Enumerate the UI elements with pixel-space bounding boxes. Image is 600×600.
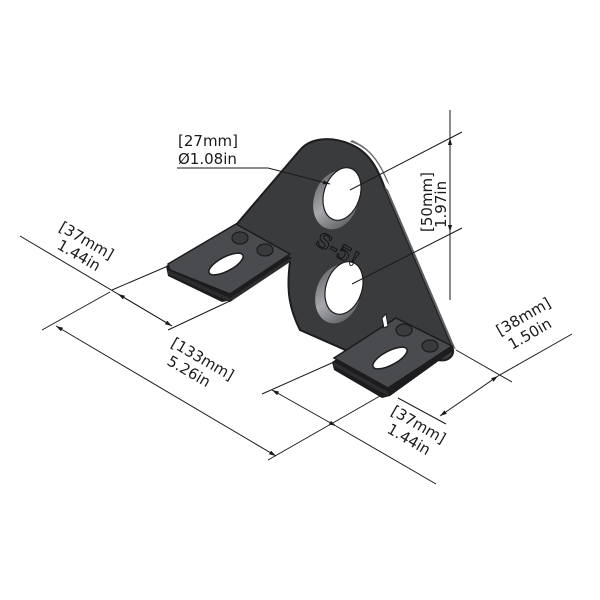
hole-spacing-mm: [50mm]	[418, 172, 436, 232]
left-foot	[166, 223, 292, 302]
upright-plate-edge	[384, 186, 456, 350]
hole-diameter-mm: [27mm]	[178, 132, 238, 150]
dim-foot-depth: [38mm] 1.50in	[397, 294, 573, 425]
dim-hole-diameter: [27mm] Ø1.08in	[177, 132, 331, 185]
left-foot-slot	[208, 252, 244, 276]
hole-spacing-in: 1.97in	[432, 181, 450, 228]
upper-hole	[313, 167, 362, 230]
dim-hole-spacing: [50mm] 1.97in	[349, 110, 463, 300]
right-foot-slot	[372, 346, 408, 370]
right-foot	[332, 312, 454, 398]
bracket-part: S-5!	[166, 138, 456, 398]
hole-diameter-in: Ø1.08in	[178, 150, 237, 168]
lower-hole	[315, 261, 364, 324]
